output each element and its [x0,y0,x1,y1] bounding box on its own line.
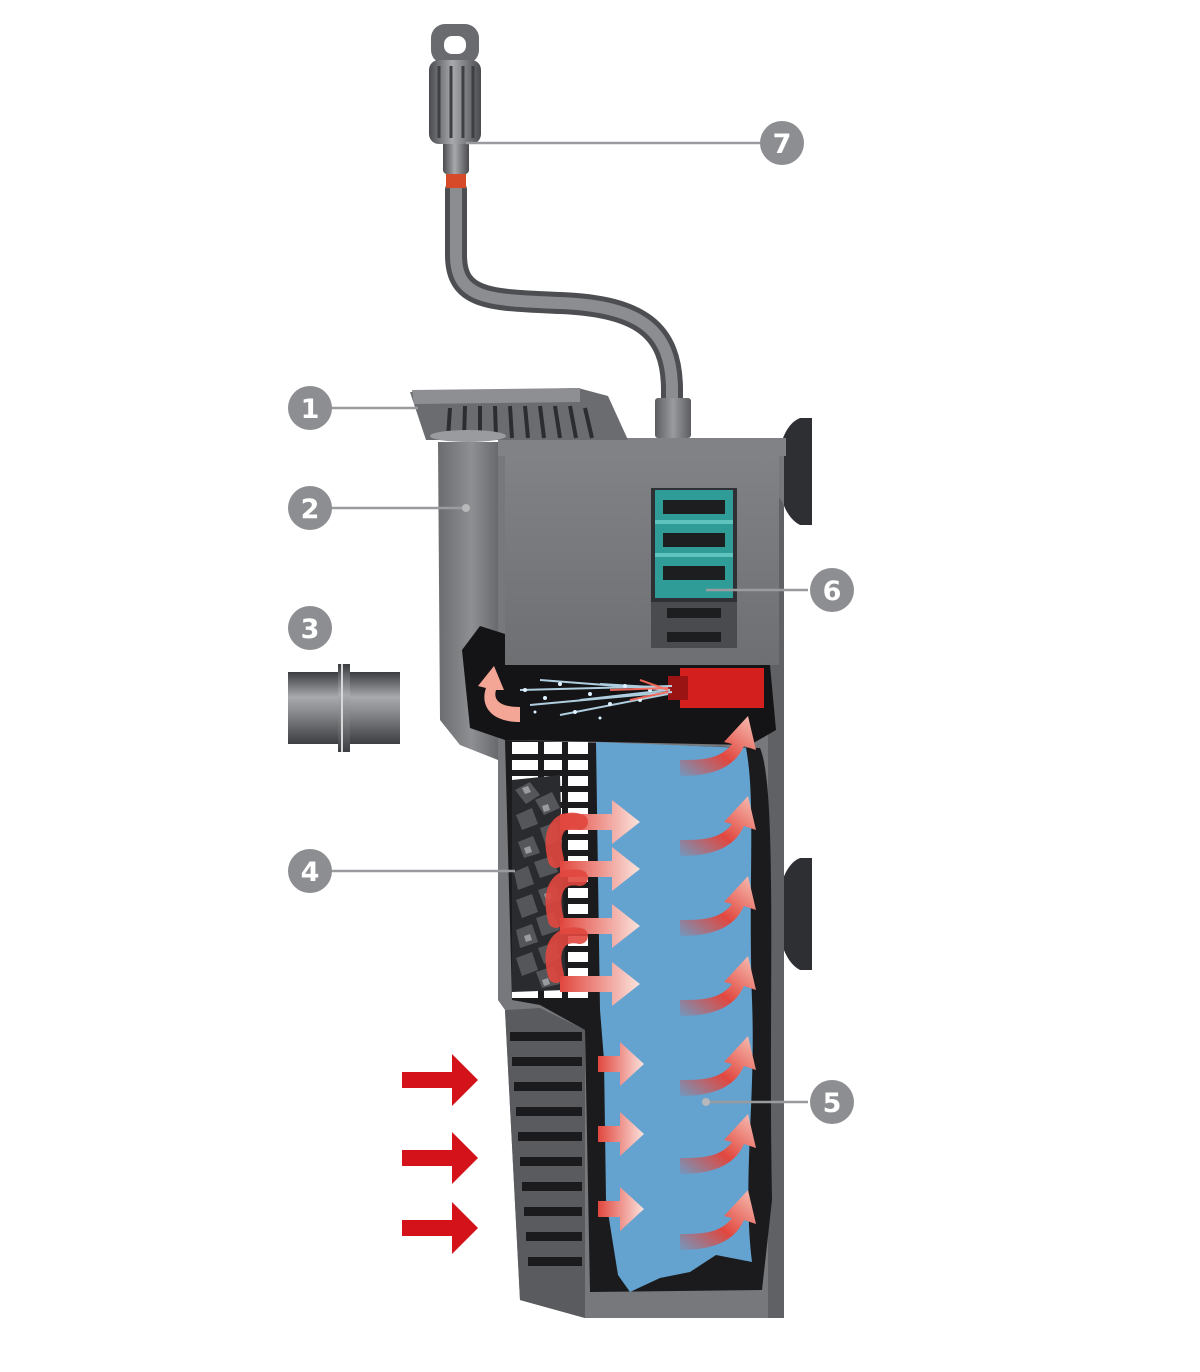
intake-arrow-2 [402,1132,478,1184]
callout-6: 6 [810,568,854,612]
callout-label-2: 2 [301,494,320,525]
callout-1: 1 [288,386,332,430]
intake-grille [505,1008,585,1318]
callout-label-3: 3 [301,614,320,645]
callout-7: 7 [760,121,804,165]
callout-3: 3 [288,606,332,650]
suction-cup-top [777,418,812,525]
callout-label-1: 1 [301,394,320,425]
callout-4: 4 [288,849,332,893]
callout-label-7: 7 [773,129,792,160]
outlet-tube-adapter [288,664,400,752]
callout-label-5: 5 [823,1088,842,1119]
intake-arrows [402,1054,478,1254]
callout-label-6: 6 [823,576,842,607]
impeller-assembly [651,488,737,648]
callout-label-4: 4 [301,857,320,888]
outlet-chamber [462,626,776,745]
intake-arrow-1 [402,1054,478,1106]
plug [429,24,481,144]
filter-sponge [596,742,753,1292]
intake-arrow-3 [402,1202,478,1254]
cable-strain-relief [655,398,691,438]
outlet-nozzle [410,388,628,442]
flow-arrows-upward [680,716,756,1250]
suction-cup-bottom [777,858,812,970]
callout-2: 2 [288,486,332,530]
callout-5: 5 [810,1080,854,1124]
cable-red-band [446,172,466,188]
leader-lines [330,141,808,1104]
flow-arrows-horizontal [545,800,644,1231]
leader-dot-5 [702,1098,710,1106]
leader-dot-2 [462,504,470,512]
power-cable [443,140,691,438]
